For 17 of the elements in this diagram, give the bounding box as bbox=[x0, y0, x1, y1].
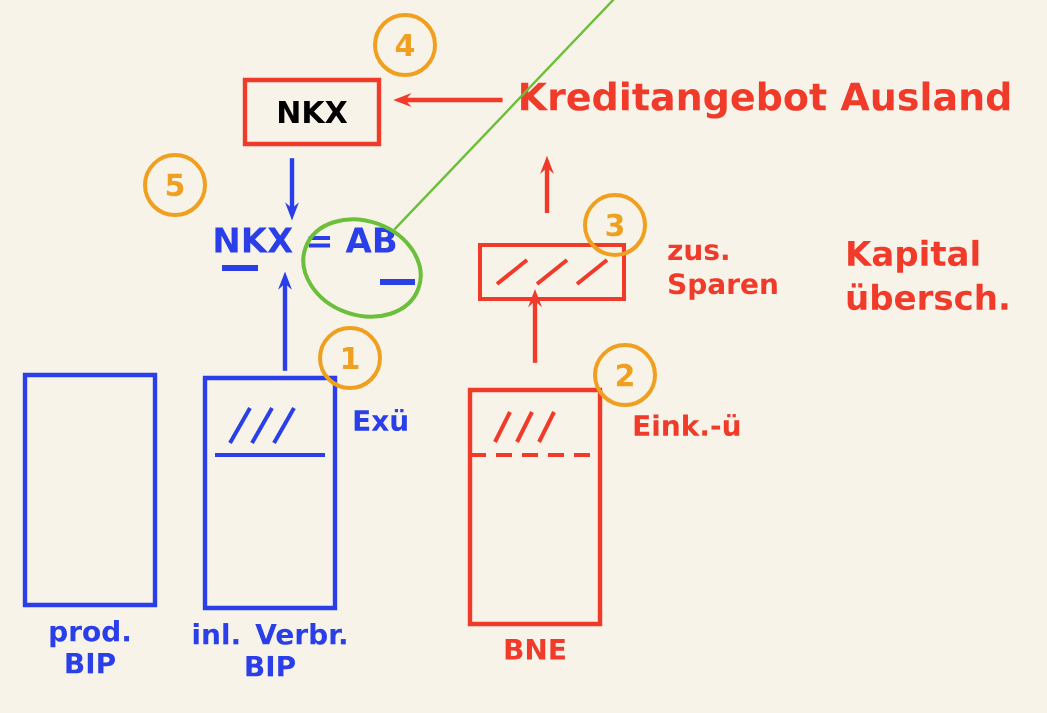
term-box: NKX bbox=[242, 77, 382, 147]
handwritten-text: Kapital übersch. bbox=[847, 239, 1008, 311]
callout-number: 5 bbox=[143, 153, 207, 217]
side-label: zus. Sparen bbox=[668, 244, 777, 300]
bar-box: prod. BIP bbox=[22, 372, 158, 674]
node-label: prod. BIP bbox=[50, 620, 130, 674]
callout-number: 2 bbox=[593, 343, 657, 407]
circle-mark bbox=[301, 217, 423, 319]
side-label: Exü bbox=[354, 408, 407, 432]
hatched-box bbox=[478, 243, 626, 301]
callout-number: 4 bbox=[373, 13, 437, 77]
side-label: Eink.-ü bbox=[634, 413, 740, 437]
callout-number: 3 bbox=[583, 193, 647, 257]
callout-number: 1 bbox=[318, 326, 382, 390]
handwritten-text: Kreditangebot Ausland bbox=[521, 81, 1010, 119]
node-label: inl. Verbr. BIP bbox=[193, 623, 346, 677]
node-label: BNE bbox=[505, 639, 565, 660]
